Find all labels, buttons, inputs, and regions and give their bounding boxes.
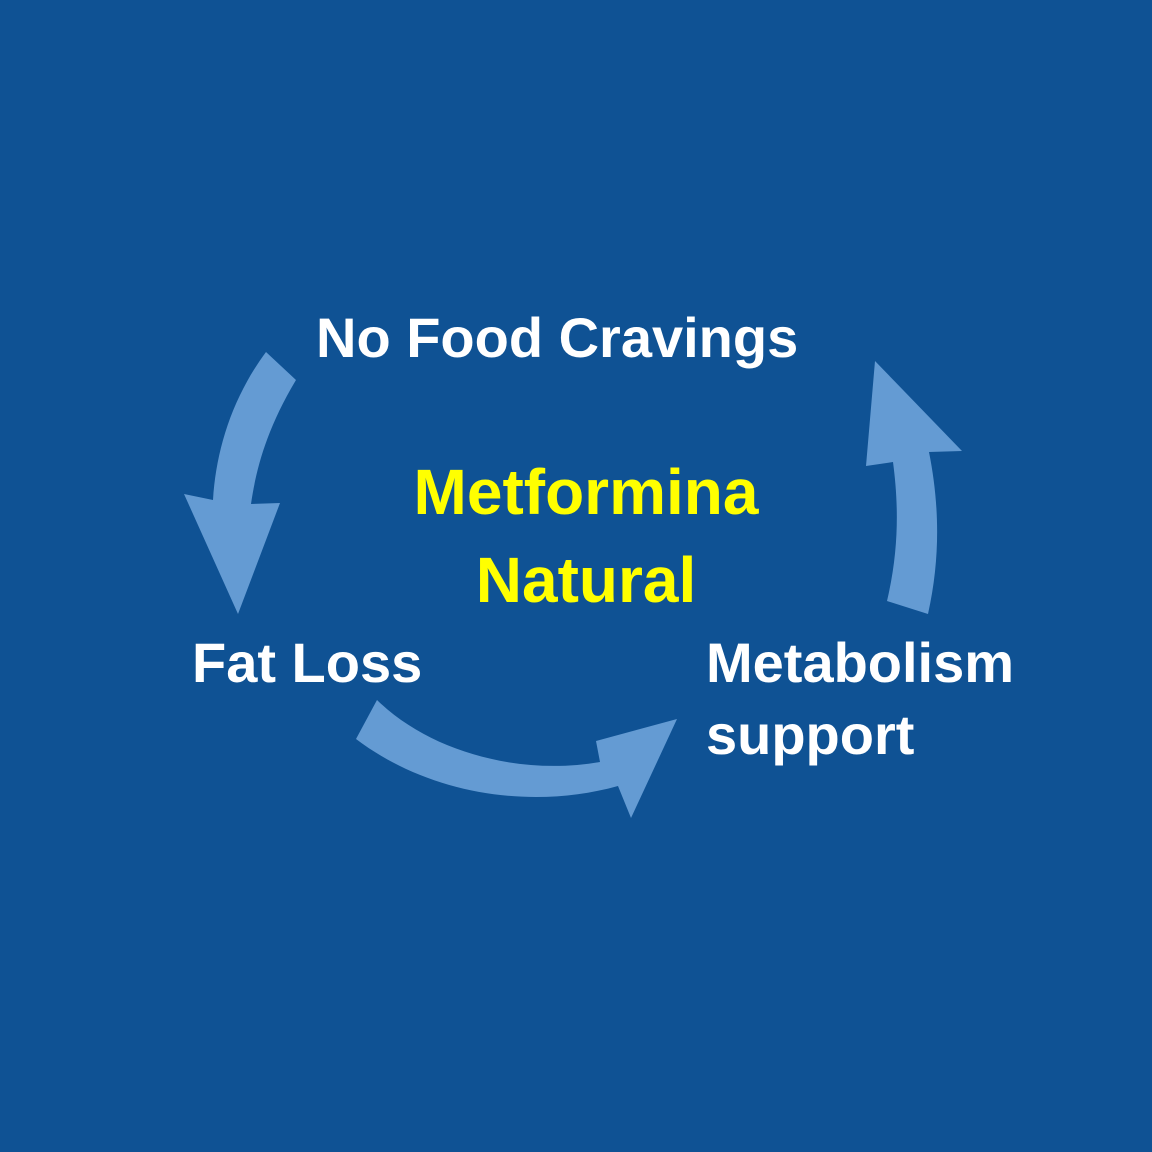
node-right-label-line-1: Metabolism (706, 631, 1015, 694)
node-right-label: Metabolism support (706, 627, 1014, 771)
node-right-label-line-2: support (706, 703, 915, 766)
node-top-label: No Food Cravings (316, 306, 799, 369)
arrow-right-up (866, 361, 962, 614)
center-title: Metformina Natural (336, 448, 836, 624)
arrow-left-down (184, 352, 296, 614)
center-title-line-2: Natural (475, 544, 697, 616)
node-left-label: Fat Loss (192, 631, 423, 694)
arrow-bottom-right (356, 700, 677, 818)
center-title-line-1: Metformina (413, 456, 759, 528)
